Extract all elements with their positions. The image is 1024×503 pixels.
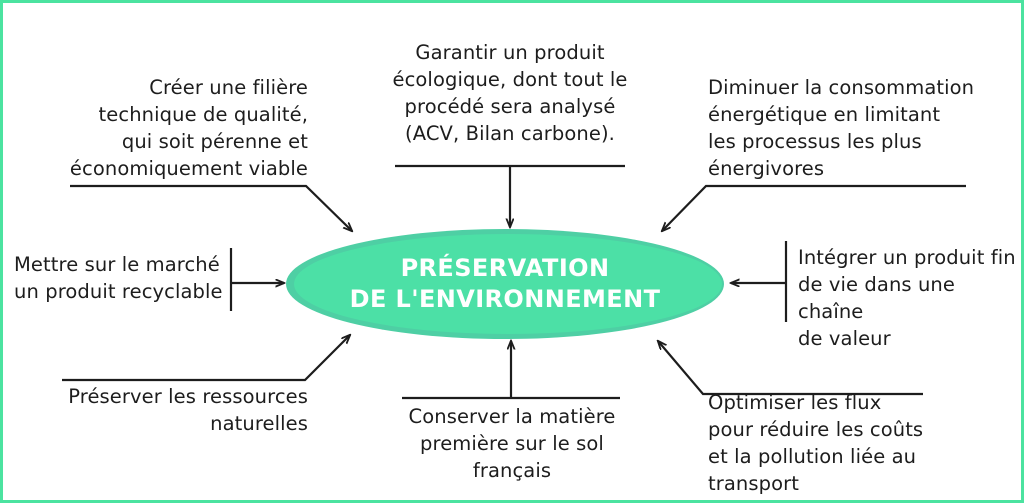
node-bottom-center: Conserver la matière première sur le sol… [408,405,616,482]
center-label-line1: PRÉSERVATION [400,254,610,282]
center-node: PRÉSERVATION DE L'ENVIRONNEMENT [286,229,724,339]
node-bottom-left: Préserver les ressources naturelles [68,385,308,435]
node-top-center: Garantir un produit écologique, dont tou… [392,41,628,145]
connector-bottom-right [658,341,923,396]
connector-bottom-left [62,335,350,382]
node-top-right: Diminuer la consommation énergétique en … [708,76,975,180]
center-ellipse-fill [294,234,722,334]
connector-middle-right [731,241,788,322]
connector-middle-left [229,248,284,311]
connector-top-right [662,184,966,231]
connector-top-left [70,184,352,231]
center-label-line2: DE L'ENVIRONNEMENT [349,285,661,313]
node-top-left: Créer une filière technique de qualité, … [69,76,308,180]
center-label: PRÉSERVATION DE L'ENVIRONNEMENT [286,229,724,339]
node-bottom-right: Optimiser les flux pour réduire les coût… [708,391,924,495]
connector-bottom-center [402,341,620,400]
node-middle-left: Mettre sur le marché un produit recyclab… [14,253,223,303]
node-middle-right: Intégrer un produit fin de vie dans une … [798,246,1016,350]
connector-top-center [395,164,625,227]
